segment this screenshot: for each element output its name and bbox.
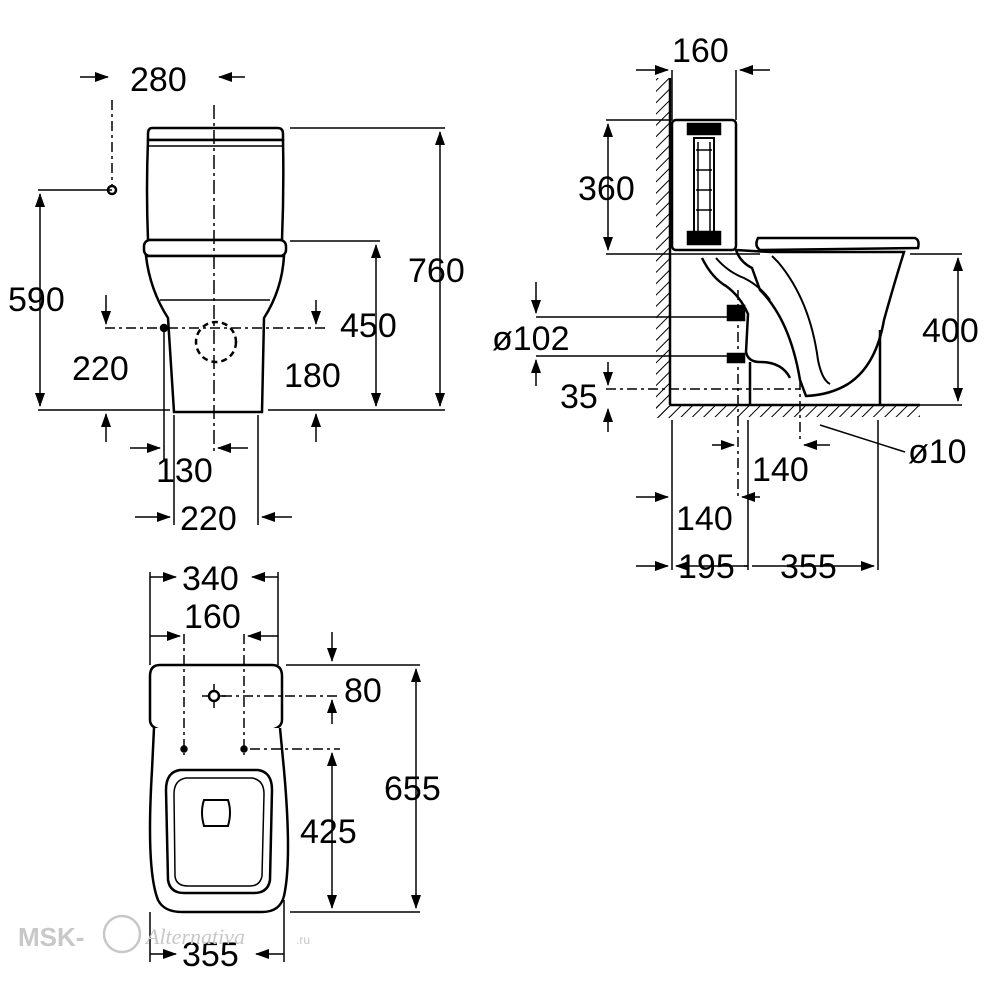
top-seat — [164, 768, 274, 895]
dim-label: ø10 — [908, 433, 967, 471]
dim-label: 355 — [182, 936, 239, 974]
dim-label: 280 — [130, 61, 187, 99]
side-view — [531, 65, 963, 571]
dim-label: 655 — [384, 770, 441, 808]
dim-label: 180 — [284, 357, 341, 395]
tank-body — [145, 138, 285, 242]
dim-label: 425 — [300, 813, 357, 851]
top-view-labels: 340 160 80 655 425 355 — [182, 560, 441, 974]
dim-label: 160 — [184, 598, 241, 636]
dim-label: 590 — [8, 281, 65, 319]
side-bowl — [734, 248, 906, 398]
wall-hatch — [656, 78, 670, 418]
front-view-labels: 280 590 760 450 220 180 130 220 — [8, 61, 465, 538]
tank-lid — [146, 126, 285, 142]
bowl-pedestal — [144, 254, 286, 414]
dim-label: 130 — [156, 452, 213, 490]
seat-band — [142, 238, 288, 258]
dim-label: 160 — [672, 32, 729, 70]
dim-label: 140 — [752, 451, 809, 489]
dim-label: 340 — [182, 560, 239, 598]
dim-label: 400 — [922, 312, 979, 350]
outlet-circle — [194, 320, 238, 364]
dim-label: ø102 — [492, 320, 570, 358]
dim-label: 760 — [408, 252, 465, 290]
top-bowl — [148, 727, 290, 914]
dim-label: 220 — [72, 350, 129, 388]
floor-hatch — [656, 405, 920, 417]
watermark: MSK- Alternativa .ru — [18, 914, 310, 954]
side-seat — [755, 236, 920, 252]
dim-label: 360 — [578, 170, 635, 208]
dim-label: 80 — [344, 672, 382, 710]
watermark-domain: .ru — [296, 933, 310, 947]
watermark-brand: MSK- — [18, 922, 84, 952]
watermark-at-icon — [102, 914, 142, 954]
top-view — [148, 572, 421, 962]
side-view-labels: 160 360 ø102 400 35 ø10 140 140 195 355 — [492, 32, 979, 586]
dim-label: 355 — [780, 548, 837, 586]
watermark-script: Alternativa — [144, 924, 245, 949]
front-view — [35, 72, 445, 525]
dim-label: 450 — [340, 307, 397, 345]
dim-label: 220 — [180, 500, 237, 538]
dim-label: 195 — [678, 548, 735, 586]
dim-label: 140 — [676, 500, 733, 538]
dim-label: 35 — [560, 378, 598, 416]
